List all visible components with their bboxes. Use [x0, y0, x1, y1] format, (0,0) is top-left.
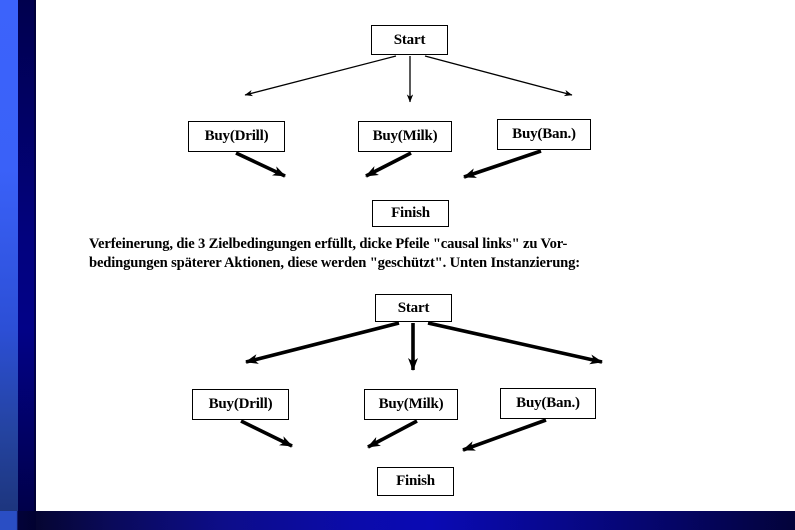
top-node-buy-milk[interactable]: Buy(Milk) [358, 121, 452, 152]
left-accent-bar-dark [18, 0, 36, 530]
bottom-node-buy-drill[interactable]: Buy(Drill) [192, 389, 289, 420]
bottom-accent-bar-corner [0, 511, 36, 530]
top-node-finish[interactable]: Finish [372, 200, 449, 227]
bottom-node-buy-milk[interactable]: Buy(Milk) [364, 389, 458, 420]
caption-line-1: Verfeinerung, die 3 Zielbedingungen erfü… [89, 236, 568, 252]
top-node-buy-drill[interactable]: Buy(Drill) [188, 121, 285, 152]
bottom-node-buy-ban[interactable]: Buy(Ban.) [500, 388, 596, 419]
caption-text: Verfeinerung, die 3 Zielbedingungen erfü… [89, 235, 580, 273]
top-node-start[interactable]: Start [371, 25, 448, 55]
left-accent-bar-bright [0, 0, 18, 530]
bottom-node-start[interactable]: Start [375, 294, 452, 322]
top-node-buy-ban[interactable]: Buy(Ban.) [497, 119, 591, 150]
bottom-accent-bar [36, 511, 795, 530]
caption-line-2: bedingungen späterer Aktionen, diese wer… [89, 255, 581, 271]
bottom-node-finish[interactable]: Finish [377, 467, 454, 496]
